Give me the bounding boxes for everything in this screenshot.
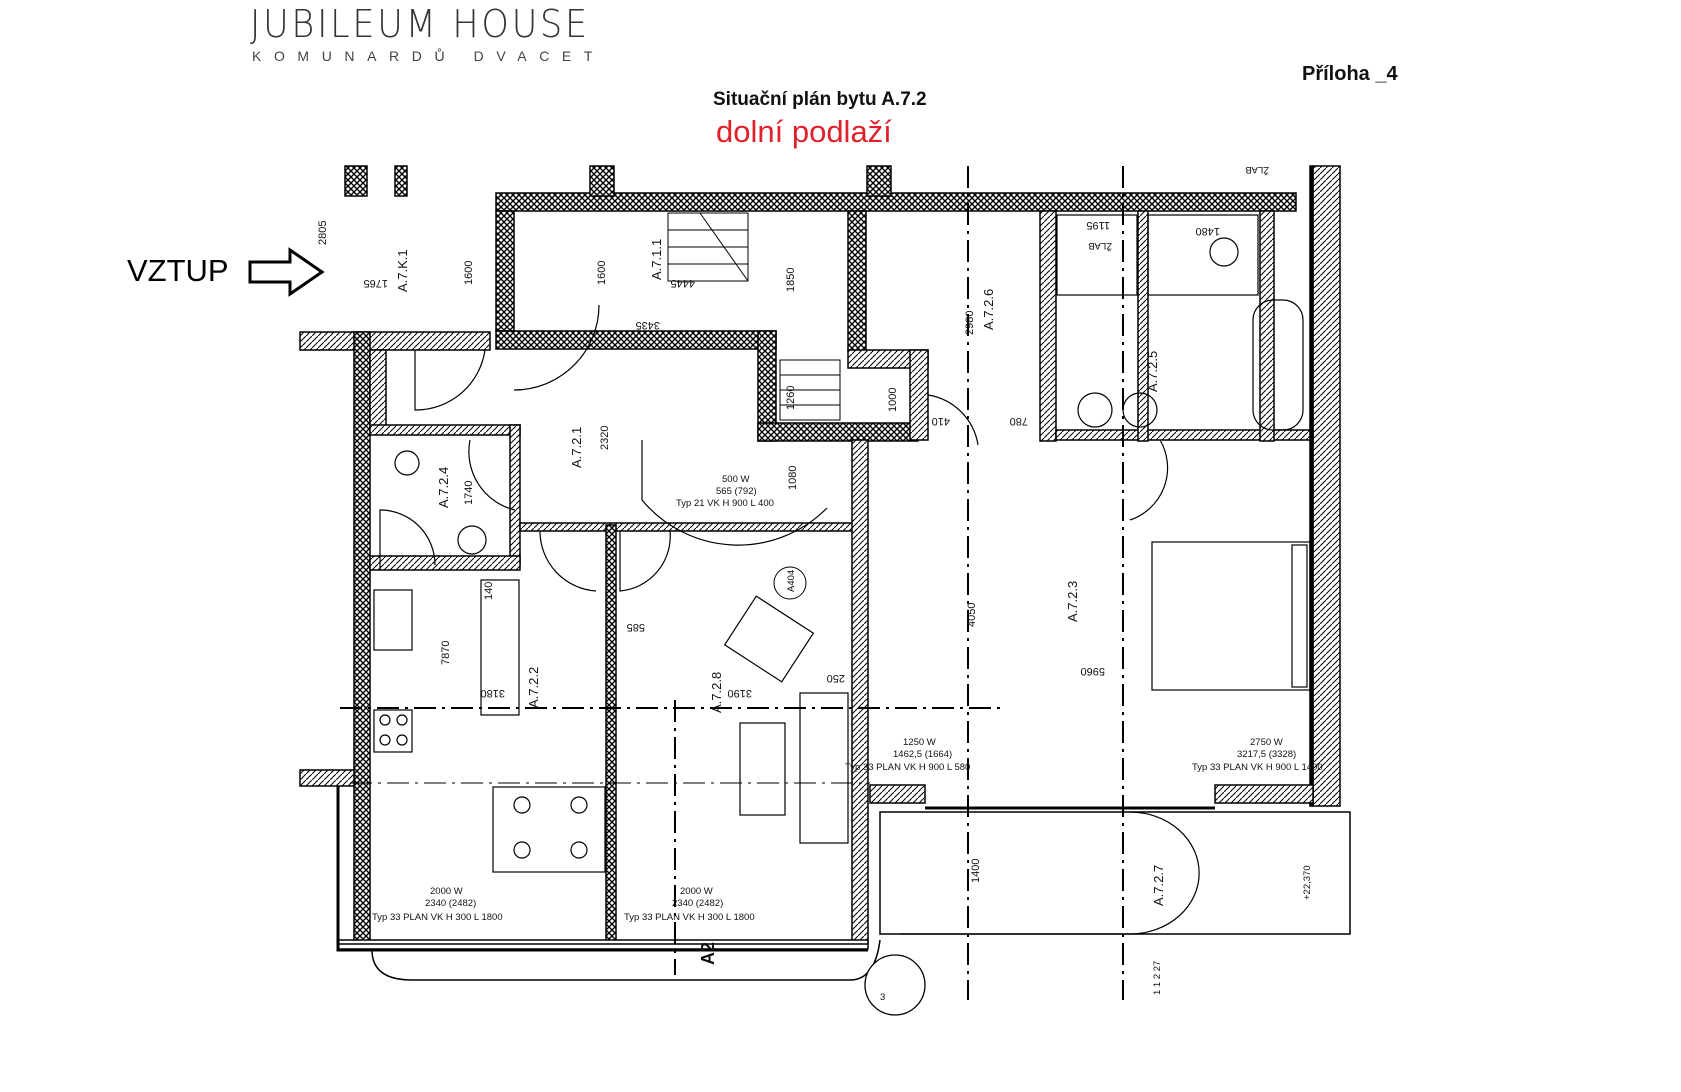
radiator-note: 2000 W bbox=[680, 886, 713, 897]
axis-tag: 1 1 2 27 bbox=[1152, 961, 1163, 995]
annotations: 500 W 565 (792) Typ 21 VK H 900 L 400 20… bbox=[372, 164, 1323, 1003]
radiator-note: Typ 33 PLAN VK H 300 L 1800 bbox=[372, 912, 503, 923]
tag-label: A404 bbox=[786, 570, 797, 592]
walls bbox=[299, 165, 1341, 952]
dimension: 5960 bbox=[1081, 665, 1105, 677]
section-tag: 3 bbox=[880, 992, 885, 1003]
dimension: 1000 bbox=[887, 388, 899, 412]
dimension: 4445 bbox=[671, 277, 695, 289]
entry-arrow-icon bbox=[248, 247, 325, 297]
furniture bbox=[373, 214, 1311, 873]
dimension: 1080 bbox=[787, 466, 799, 490]
radiator-note: 1462,5 (1664) bbox=[893, 749, 952, 760]
radiator-note: Typ 33 PLAN VK H 300 L 1800 bbox=[624, 912, 755, 923]
dimension: 2980 bbox=[964, 311, 976, 335]
doors bbox=[414, 304, 1169, 592]
radiator-note: Typ 33 PLAN VK H 900 L 580 bbox=[845, 762, 970, 773]
room-label: A.7.2.4 bbox=[436, 467, 451, 508]
dimension: 1600 bbox=[463, 261, 475, 285]
dimension: 3190 bbox=[728, 687, 752, 699]
radiator-note: Typ 21 VK H 900 L 400 bbox=[676, 498, 774, 509]
room-label: A.7.2.6 bbox=[981, 289, 996, 330]
radiator-note: 2340 (2482) bbox=[425, 898, 476, 909]
radiator-note: Typ 33 PLAN VK H 900 L 1400 bbox=[1192, 762, 1323, 773]
dimension: 780 bbox=[1010, 415, 1028, 427]
radiator-note: 3217,5 (3328) bbox=[1237, 749, 1296, 760]
room-label: A.7.2.2 bbox=[526, 667, 541, 708]
room-label: A.7.2.7 bbox=[1151, 865, 1166, 906]
page-subtitle: dolní podlaží bbox=[716, 114, 892, 149]
radiator-note: 1250 W bbox=[903, 737, 936, 748]
dimension: 4050 bbox=[966, 603, 978, 627]
brand-logo-title: JUBILEUM HOUSE bbox=[250, 2, 590, 46]
entry-label: VZTUP bbox=[127, 253, 229, 288]
dimension: 140 bbox=[483, 582, 495, 600]
radiator-note: 2000 W bbox=[430, 886, 463, 897]
room-label: A.7.2.8 bbox=[709, 672, 724, 713]
dimension: 3435 bbox=[636, 319, 660, 331]
dimension-labels: 1765 1600 1600 4445 3435 1850 2320 1740 … bbox=[317, 219, 1220, 883]
radiator-note: 565 (792) bbox=[716, 486, 757, 497]
stairs bbox=[667, 212, 841, 421]
drain-label: ŽLAB bbox=[1245, 164, 1269, 175]
dimension: 3180 bbox=[481, 687, 505, 699]
level-label: +22,370 bbox=[1302, 865, 1313, 900]
room-label: A.7.2.1 bbox=[569, 427, 584, 468]
dimension: 1480 bbox=[1196, 225, 1220, 237]
section-marker bbox=[864, 954, 926, 1016]
dimension: 1765 bbox=[364, 277, 388, 289]
room-label: A.7.1.1 bbox=[649, 239, 664, 280]
dimension: 585 bbox=[627, 621, 645, 633]
dimension: 410 bbox=[932, 415, 950, 427]
radiator-note: 500 W bbox=[722, 474, 749, 485]
terrace bbox=[371, 811, 1351, 981]
dimension: 1850 bbox=[785, 268, 797, 292]
dimension: 1400 bbox=[970, 859, 982, 883]
grid-axes bbox=[340, 166, 1124, 1000]
room-label: A.7.K.1 bbox=[395, 249, 410, 292]
tag-marker bbox=[773, 566, 807, 600]
drain-label: ŽLAB bbox=[1088, 240, 1112, 251]
dimension: 2805 bbox=[317, 221, 329, 245]
page-title: Situační plán bytu A.7.2 bbox=[713, 89, 927, 110]
room-label: A.7.2.3 bbox=[1065, 581, 1080, 622]
radiator-note: 2340 (2482) bbox=[672, 898, 723, 909]
dimension: 1260 bbox=[785, 386, 797, 410]
annex-label: Příloha _4 bbox=[1302, 63, 1398, 85]
room-labels: A.7.K.1 A.7.1.1 A.7.2.6 A.7.2.5 A.7.2.4 … bbox=[395, 239, 1166, 906]
dimension: 7870 bbox=[440, 641, 452, 665]
room-label: A.7.2.5 bbox=[1145, 351, 1160, 392]
radiator-note: 2750 W bbox=[1250, 737, 1283, 748]
dimension: 2320 bbox=[599, 426, 611, 450]
dimension: 1740 bbox=[463, 481, 475, 505]
brand-logo-subtitle: KOMUNARDŮ DVACET bbox=[252, 48, 606, 64]
dimension: 1195 bbox=[1086, 219, 1110, 231]
axis-tag: A2 bbox=[698, 942, 718, 965]
dimension: 1600 bbox=[596, 261, 608, 285]
dimension: 250 bbox=[827, 672, 845, 684]
